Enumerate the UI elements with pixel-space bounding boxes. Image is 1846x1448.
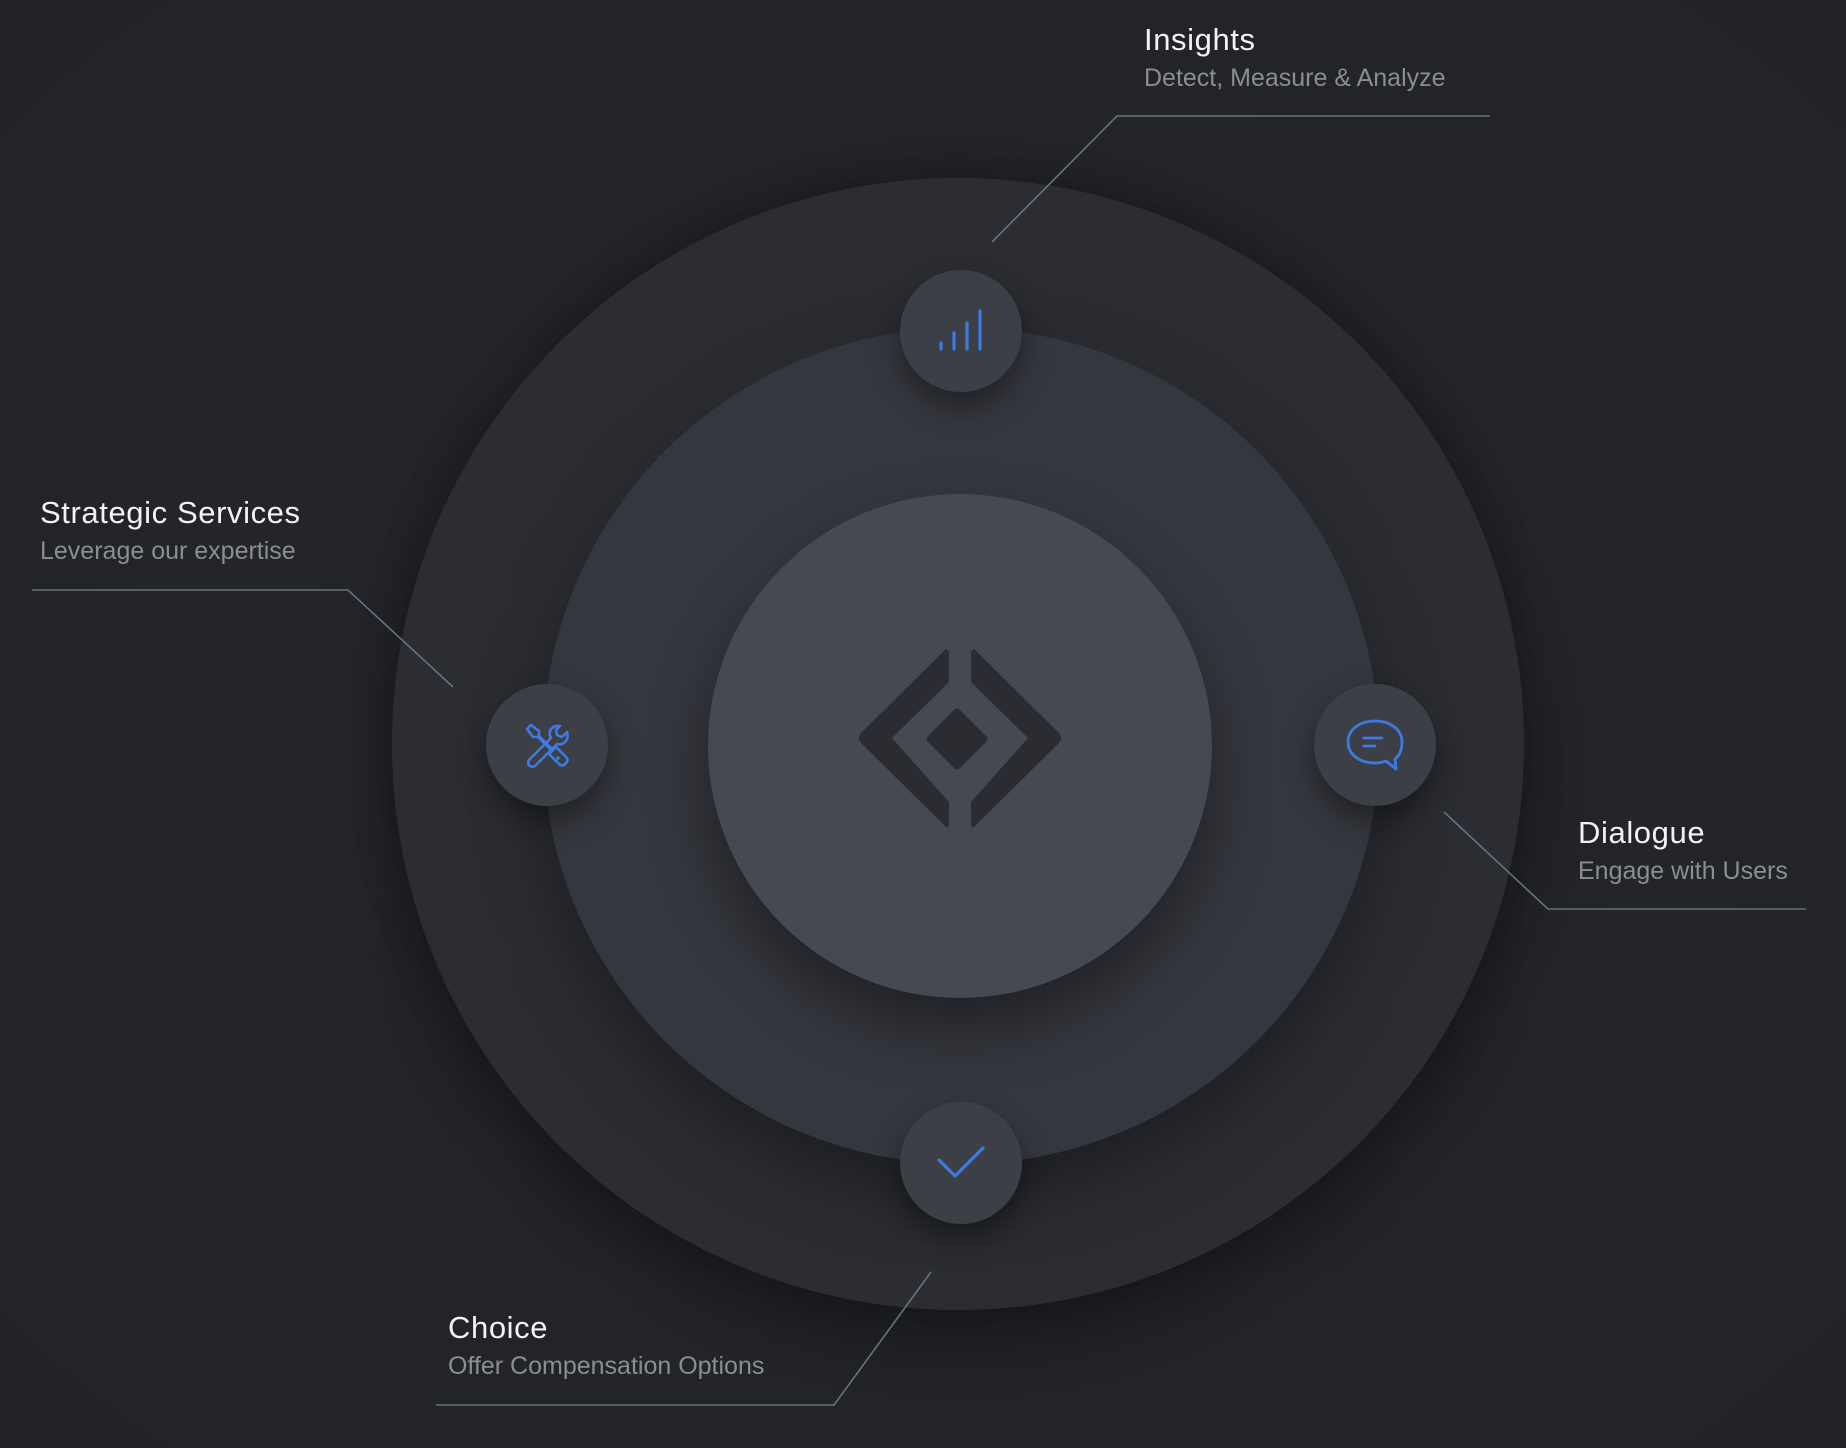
choice-title: Choice [448, 1310, 549, 1345]
tools-icon [525, 723, 569, 769]
insights-label: Insights Detect, Measure & Analyze [1144, 22, 1446, 94]
diamond-brackets-logo-icon [859, 649, 1061, 828]
strategic-connector [32, 589, 454, 688]
choice-label: Choice Offer Compensation Options [448, 1310, 764, 1382]
strategic-services-label: Strategic Services Leverage our expertis… [40, 495, 301, 567]
strategic-services-title: Strategic Services [40, 495, 301, 530]
choice-subtitle: Offer Compensation Options [448, 1352, 765, 1380]
checkmark-icon [937, 1146, 985, 1178]
insights-node[interactable] [900, 270, 1022, 392]
dialogue-title: Dialogue [1578, 815, 1706, 850]
dialogue-subtitle: Engage with Users [1578, 857, 1788, 885]
dialogue-label: Dialogue Engage with Users [1578, 815, 1788, 887]
dialogue-node[interactable] [1314, 684, 1436, 806]
choice-node[interactable] [900, 1102, 1022, 1224]
insights-title: Insights [1144, 22, 1256, 57]
insights-subtitle: Detect, Measure & Analyze [1144, 64, 1446, 92]
chat-bubble-icon [1346, 719, 1404, 771]
strategic-services-node[interactable] [486, 684, 608, 806]
signal-bars-icon [939, 309, 982, 351]
strategic-services-subtitle: Leverage our expertise [40, 537, 296, 565]
